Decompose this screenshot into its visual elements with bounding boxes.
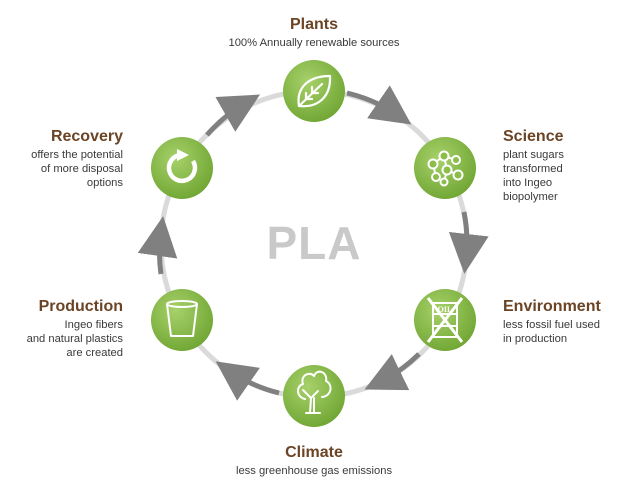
arrow-production-to-recovery: [137, 216, 178, 275]
tree-icon: [297, 370, 332, 414]
production-title: Production: [38, 298, 123, 315]
science-node: [414, 137, 476, 199]
science-desc: plant sugars transformed into Ingeo biop…: [503, 149, 564, 203]
arrow-recovery-to-plants: [205, 94, 261, 137]
recovery-desc: offers the potential of more disposal op…: [31, 149, 123, 189]
recovery-title: Recovery: [50, 128, 123, 145]
environment-title: Environment: [503, 298, 601, 315]
plants-desc: 100% Annually renewable sources: [228, 37, 400, 49]
production-node: [151, 289, 213, 351]
cup-icon: [166, 300, 198, 337]
environment-desc: less fossil fuel used in production: [503, 319, 601, 345]
climate-title: Climate: [285, 444, 343, 461]
arrow-environment-to-climate: [364, 352, 421, 391]
arrow-climate-to-production: [215, 361, 280, 401]
no-oil-barrel-icon: [426, 297, 464, 343]
arrow-plants-to-science: [346, 85, 412, 125]
climate-node: [283, 365, 345, 427]
plants-node: [283, 60, 345, 122]
recycle-arrow-icon: [166, 149, 198, 184]
plants-title: Plants: [289, 16, 338, 33]
center-label: PLA: [266, 217, 362, 269]
recovery-node: [151, 137, 213, 199]
molecule-icon: [427, 150, 464, 187]
production-desc: Ingeo fibers and natural plastics are cr…: [26, 319, 123, 359]
environment-node: OIL: [414, 289, 476, 351]
leaf-icon: [297, 74, 332, 108]
climate-desc: less greenhouse gas emissions: [235, 465, 393, 477]
science-title: Science: [503, 128, 564, 145]
cycle-arrows: [137, 85, 489, 401]
arrow-science-to-environment: [448, 211, 489, 274]
oil-label: OIL: [438, 305, 453, 314]
